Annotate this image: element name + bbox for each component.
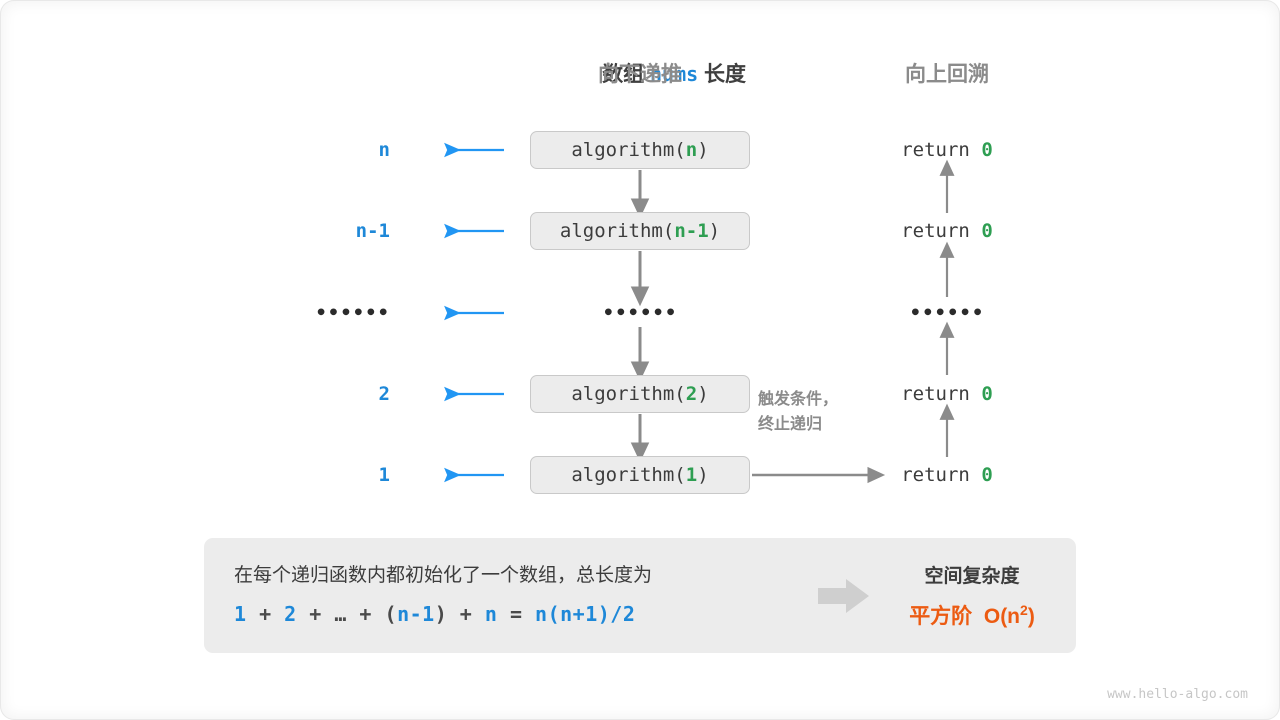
- complexity-title: 空间复杂度: [924, 566, 1020, 587]
- summary-arrow-block: [804, 576, 884, 616]
- function-name: algorithm: [571, 464, 675, 486]
- return-keyword: return: [901, 464, 970, 486]
- return-value: 0: [981, 383, 993, 405]
- formula-op-2: + … +: [296, 601, 385, 626]
- formula-term-4: n: [484, 601, 498, 626]
- function-arg: 2: [685, 383, 698, 405]
- return-statement: return 0: [847, 220, 1047, 242]
- column-header-backtrack: 向上回溯: [905, 63, 989, 86]
- header-left-mono: nums: [649, 62, 699, 86]
- complexity-value: 平方阶 O(n2): [884, 600, 1060, 630]
- return-statement: return 0: [847, 383, 1047, 405]
- paren-close: ): [697, 464, 709, 486]
- return-value: 0: [981, 220, 993, 242]
- formula-op-1: +: [246, 601, 285, 626]
- function-name: algorithm: [571, 139, 675, 161]
- formula-term-3: n-1: [397, 601, 435, 626]
- column-header-descend: 向下递推: [598, 63, 682, 86]
- formula-paren-open: (: [384, 601, 398, 626]
- header-left-suffix: 长度: [704, 63, 746, 86]
- array-size-label: 1: [378, 464, 390, 486]
- ellipsis-left: ••••••: [315, 302, 390, 324]
- right-arrow-icon: [818, 578, 869, 613]
- base-case-note-line1: 触发条件，: [758, 391, 839, 408]
- return-value: 0: [981, 464, 993, 486]
- paren-open: (: [662, 220, 675, 242]
- function-name: algorithm: [559, 220, 663, 242]
- summary-panel: 在每个递归函数内都初始化了一个数组，总长度为 1 + 2 + … + (n-1)…: [204, 538, 1076, 653]
- summary-right-block: 空间复杂度 平方阶 O(n2): [884, 561, 1076, 630]
- paren-close: ): [708, 220, 721, 242]
- complexity-exponent: 2: [1020, 602, 1028, 618]
- blue-pointer-arrows: [444, 142, 504, 483]
- function-call-box[interactable]: algorithm(n): [530, 131, 750, 169]
- formula-term-2: 2: [284, 601, 297, 626]
- formula-term-1: 1: [234, 601, 247, 626]
- formula-equals: =: [497, 601, 536, 626]
- return-value: 0: [981, 139, 993, 161]
- formula-result: n(n+1)/2: [535, 601, 636, 626]
- formula-op-3: +: [447, 601, 485, 626]
- return-statement: return 0: [847, 139, 1047, 161]
- paren-open: (: [674, 139, 686, 161]
- summary-formula: 1 + 2 + … + (n-1) + n = n(n+1)/2: [234, 602, 804, 626]
- formula-paren-close: ): [434, 601, 448, 626]
- function-call-box[interactable]: algorithm(2): [530, 375, 750, 413]
- complexity-bigo-close: ): [1027, 605, 1035, 628]
- return-statement: return 0: [847, 464, 1047, 486]
- function-arg: 1: [685, 464, 698, 486]
- complexity-bigo: O(n: [983, 605, 1021, 628]
- paren-open: (: [674, 383, 686, 405]
- function-arg: n: [685, 139, 698, 161]
- return-keyword: return: [901, 220, 970, 242]
- array-size-label: n: [378, 139, 390, 161]
- base-case-note: 触发条件， 终止递归: [758, 388, 878, 438]
- column-header-array-length: 数组 nums 长度: [0, 58, 746, 88]
- return-keyword: return: [901, 139, 970, 161]
- paren-close: ): [697, 139, 709, 161]
- paren-open: (: [674, 464, 686, 486]
- ellipsis-middle: ••••••: [602, 302, 678, 324]
- function-call-box[interactable]: algorithm(1): [530, 456, 750, 494]
- header-left-prefix: 数组: [602, 63, 645, 86]
- return-keyword: return: [901, 383, 970, 405]
- function-name: algorithm: [571, 383, 675, 405]
- array-size-label: n-1: [355, 220, 390, 242]
- ellipsis-right: ••••••: [909, 302, 985, 324]
- array-size-label: 2: [378, 383, 390, 405]
- complexity-label: 平方阶: [909, 605, 973, 628]
- base-case-note-line2: 终止递归: [758, 415, 823, 433]
- paren-close: ): [697, 383, 709, 405]
- function-call-box[interactable]: algorithm(n-1): [530, 212, 750, 250]
- watermark: www.hello-algo.com: [1107, 687, 1248, 702]
- function-arg: n-1: [674, 220, 709, 242]
- summary-sentence: 在每个递归函数内都初始化了一个数组，总长度为: [234, 565, 653, 587]
- summary-left-block: 在每个递归函数内都初始化了一个数组，总长度为 1 + 2 + … + (n-1)…: [204, 565, 804, 626]
